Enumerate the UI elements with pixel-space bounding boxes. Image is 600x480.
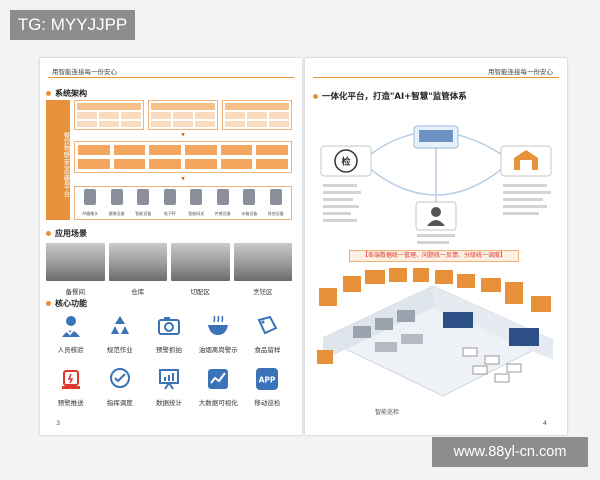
running-head: 用智能连接每一份安心 xyxy=(52,68,117,76)
right-page: 用智能连接每一份安心 一体化平台，打造"AI+智慧"监管体系 检 xyxy=(305,58,567,435)
function-item: 指挥调度 xyxy=(95,366,144,407)
scene-caption: 烹饪区 xyxy=(253,288,273,296)
sample-tag-icon xyxy=(254,313,280,339)
section-title-functions: 核心功能 xyxy=(46,298,87,309)
left-page: 用智能连接每一份安心 系统架构 餐饮物联安全监管平台 ▼ ▼ AI摄像头 摄像设… xyxy=(40,58,302,435)
function-item: 大数据可视化 xyxy=(194,366,243,407)
section-title-scenarios: 应用场景 xyxy=(46,228,87,239)
bullet-icon xyxy=(46,231,51,236)
scene-card: 备餐间 xyxy=(46,243,105,296)
svg-text:APP: APP xyxy=(259,376,276,385)
bullet-icon xyxy=(46,301,51,306)
section-title-text: 应用场景 xyxy=(55,229,87,238)
app-icon: APP xyxy=(254,366,280,392)
function-item: 预警推送 xyxy=(46,366,95,407)
bullet-icon xyxy=(46,91,51,96)
device-item: AI摄像头 xyxy=(79,189,101,217)
watermark-url-badge: www.88yl-cn.com xyxy=(432,437,588,467)
ai-supervision-diagram: 检 xyxy=(320,125,552,244)
kitchen-stations xyxy=(353,310,423,352)
page-title-text: 一体化平台，打造"AI+智慧"监管体系 xyxy=(322,92,467,102)
people-icon xyxy=(431,207,441,217)
architecture-diagram: 餐饮物联安全监管平台 ▼ ▼ AI摄像头 摄像设备 智能设备 电子秤 智能网关 … xyxy=(46,100,292,220)
function-item: 数据统计 xyxy=(144,366,193,407)
iso-caption: 智能巡检 xyxy=(375,408,399,416)
platform-screen xyxy=(419,130,453,142)
dining-tables xyxy=(462,347,522,383)
person-check-icon xyxy=(58,313,84,339)
scenario-gallery: 备餐间 仓库 切配区 烹饪区 xyxy=(46,243,292,296)
scene-card: 烹饪区 xyxy=(233,243,292,296)
wok-icon xyxy=(205,313,231,339)
arch-block xyxy=(74,100,144,130)
alarm-icon xyxy=(58,366,84,392)
summary-banner: 【各端数据统一管理、问题统一反馈、分级统一调度】 xyxy=(349,250,519,262)
device-item: 智能网关 xyxy=(185,189,207,217)
arch-top-layer xyxy=(74,100,292,130)
presentation-chart-icon xyxy=(156,366,182,392)
page-number: 3 xyxy=(56,419,61,427)
inspect-badge-label: 检 xyxy=(341,156,350,168)
device-item: 传感设备 xyxy=(212,189,234,217)
function-item: 食品留样 xyxy=(243,313,292,354)
arch-divider: ▼ xyxy=(181,177,185,182)
device-item: 冰箱设备 xyxy=(238,189,260,217)
running-head: 用智能连接每一份安心 xyxy=(488,68,553,76)
scene-caption: 仓库 xyxy=(131,288,145,296)
bullet-icon xyxy=(313,93,318,99)
watermark-tg-badge: TG: MYYJJPP xyxy=(10,10,135,40)
function-item: 人员核验 xyxy=(46,313,95,354)
section-title-text: 系统架构 xyxy=(55,89,87,98)
function-grid: 人员核验 规范作业 预警抓拍 油烟离岗警示 食品留样 xyxy=(46,313,292,407)
orange-callout-tags xyxy=(317,268,551,364)
device-item: 电子秤 xyxy=(159,189,181,217)
device-item: 智能设备 xyxy=(132,189,154,217)
header-rule xyxy=(48,77,294,78)
regulator-text-lines xyxy=(323,184,361,222)
recycle-icon xyxy=(107,313,133,339)
scene-photo xyxy=(46,243,105,281)
isometric-kitchen-illustration: 智能巡检 xyxy=(317,268,555,416)
inspect-badge-icon xyxy=(334,149,358,173)
blue-screens xyxy=(443,312,539,346)
check-bubble-icon xyxy=(107,366,133,392)
scene-card: 仓库 xyxy=(108,243,167,296)
page-number: 4 xyxy=(542,419,547,427)
scene-photo xyxy=(233,243,292,281)
scene-card: 切配区 xyxy=(171,243,230,296)
scene-photo xyxy=(108,243,167,281)
scene-photo xyxy=(171,243,230,281)
arch-divider: ▼ xyxy=(181,133,185,138)
scene-caption: 切配区 xyxy=(190,288,211,296)
public-text-lines xyxy=(417,234,455,244)
trend-chart-icon xyxy=(205,366,231,392)
arch-middle-layer xyxy=(74,141,292,173)
device-item: 摄像设备 xyxy=(106,189,128,217)
arch-block xyxy=(222,100,292,130)
section-title-text: 核心功能 xyxy=(55,299,87,308)
function-item: APP 移动巡检 xyxy=(243,366,292,407)
canteen-text-lines xyxy=(503,184,551,215)
device-item: 其他设备 xyxy=(265,189,287,217)
arch-device-layer: AI摄像头 摄像设备 智能设备 电子秤 智能网关 传感设备 冰箱设备 其他设备 xyxy=(74,186,292,220)
function-item: 规范作业 xyxy=(95,313,144,354)
platform-label: 餐饮物联安全监管平台 xyxy=(46,100,70,220)
camera-icon xyxy=(156,313,182,339)
function-item: 预警抓拍 xyxy=(144,313,193,354)
function-item: 油烟离岗警示 xyxy=(194,313,243,354)
header-rule xyxy=(313,77,559,78)
page-title: 一体化平台，打造"AI+智慧"监管体系 xyxy=(313,90,467,102)
scene-caption: 备餐间 xyxy=(65,288,86,296)
section-title-architecture: 系统架构 xyxy=(46,88,87,99)
arch-block xyxy=(148,100,218,130)
